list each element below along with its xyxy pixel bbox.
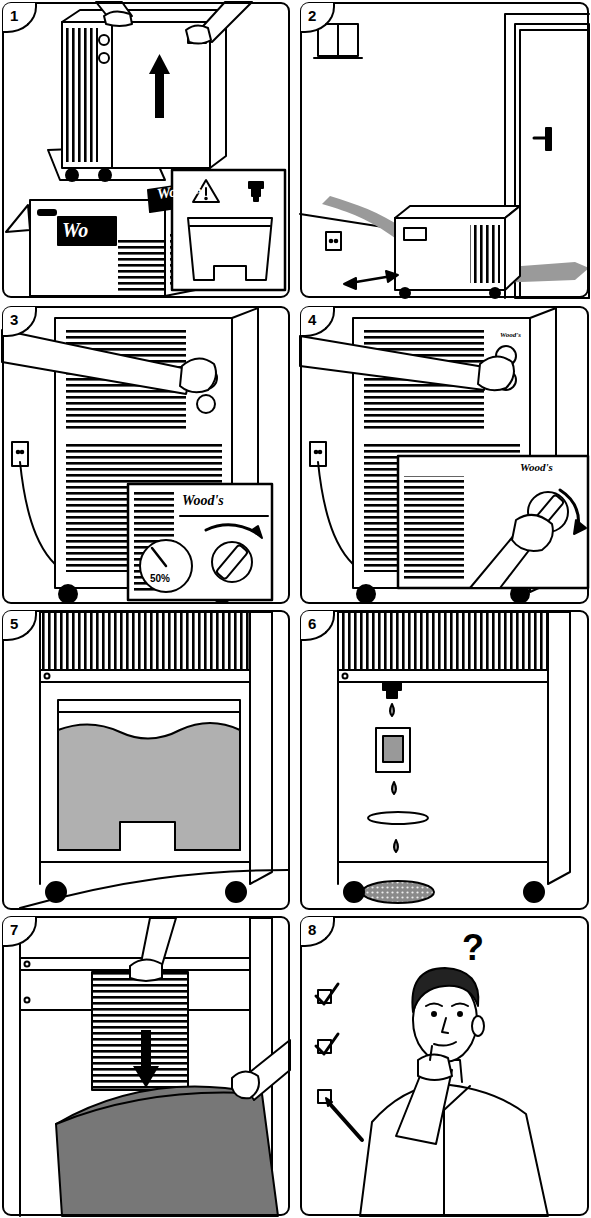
step-number: 3 [10,311,18,328]
step-tab: 2 [301,3,335,33]
brand-logo: Wood's [500,332,521,339]
troubleshoot-scene [316,968,548,1216]
step-tab: 5 [3,611,37,641]
step-number: 4 [308,311,316,328]
step-tab: 3 [3,307,37,337]
step-tab: 6 [301,611,335,641]
brand-logo: Wood's [182,494,224,508]
symbol-text: 50% [150,574,170,584]
step-panel: 8 [300,916,589,1216]
brand-logo: Wo [62,220,88,240]
filter-scene [20,918,290,1216]
step-number: 1 [10,7,18,24]
step-number: 6 [308,615,316,632]
step-tab: 1 [3,3,37,33]
step-panel: 5 [2,610,290,910]
step-tab: 7 [3,917,37,947]
drain-scene [338,612,570,903]
step-number: 2 [308,7,316,24]
brand-logo: Wood's [520,462,553,473]
power-on-scene [2,308,272,603]
tank-scene [20,612,288,908]
step-panel: 7 [2,916,290,1216]
step-number: 8 [308,921,316,938]
step-number: 7 [10,921,18,938]
step-tab: 4 [301,307,335,337]
step-panel: 6 [300,610,589,910]
placement-scene [300,14,589,298]
step-tab: 8 [301,917,335,947]
step-panel: 1 [2,2,290,298]
step-panel: 2 [300,2,589,298]
step-panel: 4 [300,306,589,604]
adjust-scene [300,308,588,603]
brand-logo: Wood's [156,181,202,202]
symbol-text: ? [462,930,484,966]
step-number: 5 [10,615,18,632]
step-panel: 3 [2,306,290,604]
unboxing-scene [6,2,285,296]
